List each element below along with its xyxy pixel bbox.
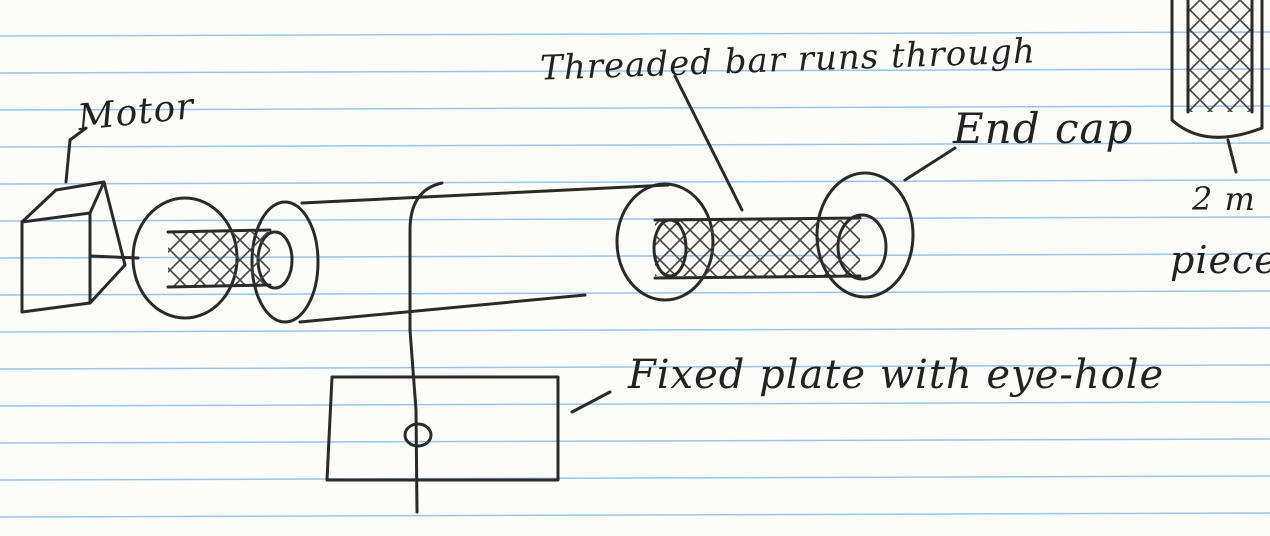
ruled-line [0,512,1270,518]
tube-body [298,183,670,324]
ruled-line [0,31,1270,37]
length-label: 2 m [1192,180,1256,218]
ruled-lines [0,31,1270,518]
ruled-line [0,179,1270,185]
threaded-bar-leader-line [673,74,744,212]
left-coupling [131,196,320,324]
fixed-plate-label: Fixed plate with eye-hole [628,352,1165,398]
right-assembly [615,171,915,302]
ruled-line [0,327,1270,333]
ruled-line [0,475,1270,481]
motor-leader-line [64,126,88,184]
ruled-line [0,401,1270,407]
ruled-line [0,290,1270,296]
two-metre-piece [1170,0,1264,174]
piece-label: piece [1170,238,1270,282]
plate-leader-line [570,390,612,414]
ruled-line [0,105,1270,111]
ruled-line [0,364,1270,370]
fixed-plate [325,375,560,482]
cable [408,181,444,514]
ruled-line [0,216,1270,222]
ruled-line [0,438,1270,444]
ruled-line [0,142,1270,148]
motor-box [20,180,140,314]
end-cap-label: End cap [953,104,1134,153]
ruled-line [0,68,1270,74]
end-cap-leader-line [903,146,957,182]
